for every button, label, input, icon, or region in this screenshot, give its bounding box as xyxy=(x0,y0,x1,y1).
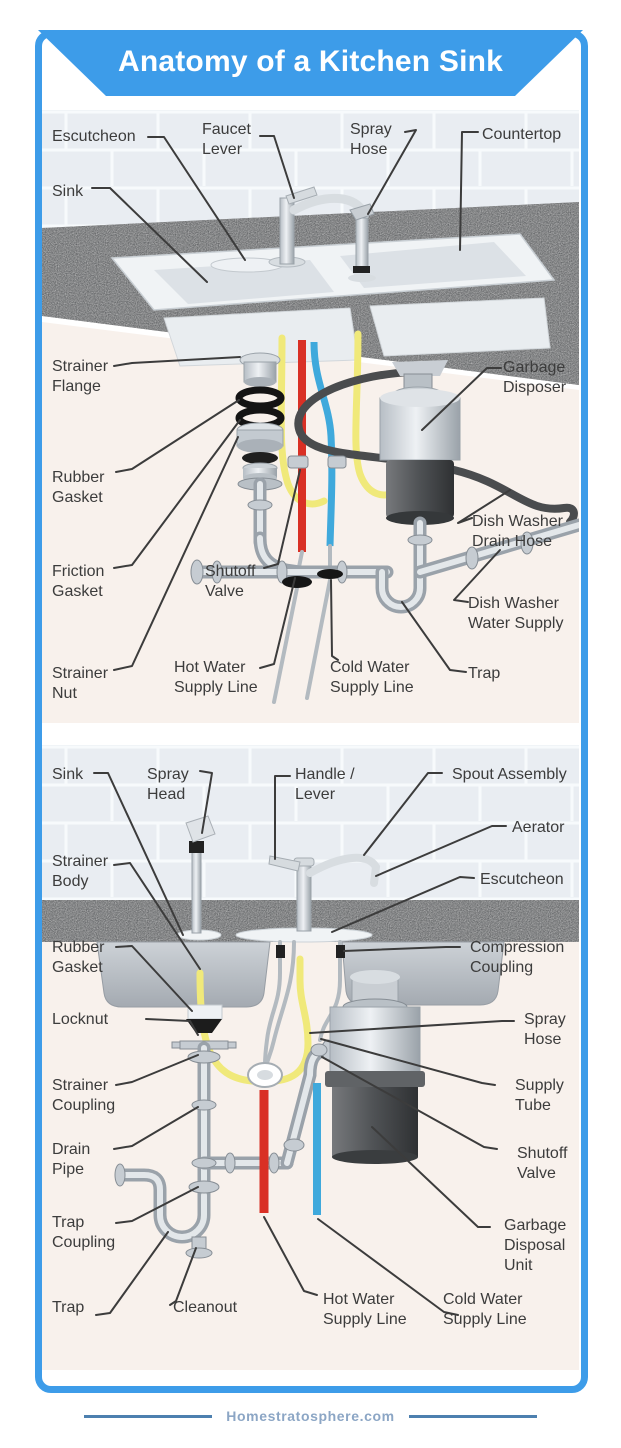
label2-drain-pipe: Drain Pipe xyxy=(52,1141,91,1178)
label2-shutoff-valve: Shutoff Valve xyxy=(517,1145,568,1182)
rubber-gasket xyxy=(235,386,285,410)
footer-rule-right xyxy=(408,1414,537,1418)
faucet xyxy=(268,853,381,932)
label2-supply-tube: Supply Tube xyxy=(515,1077,564,1114)
label2-handle-lever: Handle / Lever xyxy=(295,766,355,803)
right-bowl-underside xyxy=(369,297,551,357)
label2-sink: Sink xyxy=(52,766,84,783)
faucet-supply-tube-center xyxy=(265,940,296,1065)
dishwasher-supply-tube-yellow xyxy=(277,334,328,508)
trap-coupling xyxy=(188,1180,220,1194)
footer: Homestratosphere.com xyxy=(0,1408,621,1424)
shutoff-valve-hot xyxy=(287,455,309,469)
label-garbage-disposer: Garbage Disposer xyxy=(503,359,567,396)
spout-assembly xyxy=(306,853,381,887)
cold-water-line xyxy=(310,341,336,547)
label-escutcheon: Escutcheon xyxy=(52,128,136,145)
page-title: Anatomy of a Kitchen Sink xyxy=(117,45,504,78)
garbage-disposal-unit xyxy=(325,970,425,1164)
diagram-bottom-sink-cutaway xyxy=(42,745,579,1370)
label-cold-water-supply-line: Cold Water Supply Line xyxy=(330,659,414,696)
label2-spout-assembly: Spout Assembly xyxy=(452,766,567,783)
leader-lines xyxy=(93,770,515,1316)
label-hot-water-supply-line: Hot Water Supply Line xyxy=(174,659,258,696)
diagram-top-sink-cutaway xyxy=(42,110,579,723)
label2-locknut: Locknut xyxy=(52,1011,109,1028)
label2-strainer-body: Strainer Body xyxy=(52,853,109,890)
label-sink: Sink xyxy=(52,183,84,200)
left-bowl xyxy=(96,941,271,1008)
cold-supply-stop xyxy=(317,569,343,579)
title-banner: Anatomy of a Kitchen Sink xyxy=(38,30,583,96)
faucet-supply-tube-left xyxy=(263,940,282,1067)
label-strainer-flange: Strainer Flange xyxy=(52,358,109,395)
label-rubber-gasket: Rubber Gasket xyxy=(52,469,105,506)
garbage-disposer xyxy=(379,360,461,525)
label-dishwasher-drain-hose: Dish Washer Drain Hose xyxy=(472,513,563,550)
label-spray-hose: Spray Hose xyxy=(350,121,392,158)
label-faucet-lever: Faucet Lever xyxy=(202,121,251,158)
label-strainer-nut: Strainer Nut xyxy=(52,665,109,702)
tube-connector xyxy=(276,945,285,958)
label2-trap: Trap xyxy=(52,1299,85,1316)
hot-supply-stop xyxy=(282,576,312,588)
footer-site-text: Homestratosphere.com xyxy=(226,1408,395,1424)
compression-coupling xyxy=(336,945,345,958)
supply-manifold-center xyxy=(257,1070,273,1080)
label-trap: Trap xyxy=(468,665,501,682)
cabinet-interior xyxy=(42,942,579,1370)
drain-pipes xyxy=(190,477,579,614)
faucet-lever xyxy=(285,186,318,205)
spray-head xyxy=(185,815,216,934)
label-friction-gasket: Friction Gasket xyxy=(52,563,105,600)
faucet xyxy=(268,186,369,268)
label2-escutcheon: Escutcheon xyxy=(480,871,564,888)
dishwasher-water-supply-pipe xyxy=(413,518,579,579)
label2-spray-head: Spray Head xyxy=(147,766,189,803)
label2-spray-hose: Spray Hose xyxy=(524,1011,566,1048)
label-shutoff-valve: Shutoff Valve xyxy=(205,563,256,600)
label2-cleanout: Cleanout xyxy=(173,1299,238,1316)
label2-strainer-coupling: Strainer Coupling xyxy=(52,1077,116,1114)
label2-rubber-gasket: Rubber Gasket xyxy=(52,939,105,976)
strainer-coupling xyxy=(187,1050,221,1064)
shutoff-valve xyxy=(310,1043,328,1057)
supply-stubs xyxy=(272,544,332,704)
label-dishwasher-water-supply: Dish Washer Water Supply xyxy=(468,595,564,632)
label2-garbage-disposal-unit: Garbage Disposal Unit xyxy=(504,1217,567,1274)
leader-lines xyxy=(91,129,511,673)
footer-rule-left xyxy=(84,1414,213,1418)
shutoff-valve-cold xyxy=(327,455,347,469)
spray-head xyxy=(348,203,376,282)
label2-compression-coupling: Compression Coupling xyxy=(470,939,565,976)
label2-aerator: Aerator xyxy=(512,819,565,836)
label2-cold-water-supply-line: Cold Water Supply Line xyxy=(443,1291,527,1328)
handle-lever xyxy=(268,855,301,872)
label2-hot-water-supply-line: Hot Water Supply Line xyxy=(323,1291,407,1328)
sink xyxy=(110,233,556,311)
label-countertop: Countertop xyxy=(482,126,562,143)
label2-trap-coupling: Trap Coupling xyxy=(52,1214,116,1251)
p-trap xyxy=(115,1168,211,1244)
